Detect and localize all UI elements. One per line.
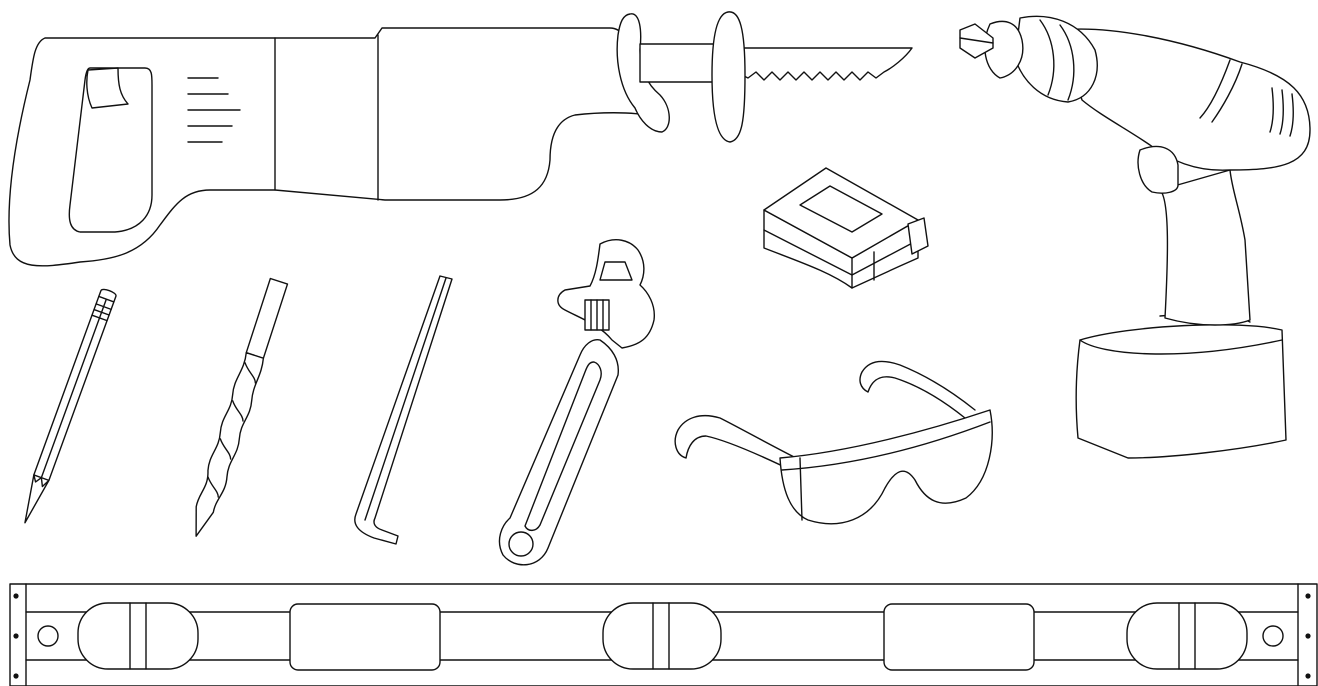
saw-body (8, 27, 657, 267)
drill-chuck-ring (1059, 24, 1075, 101)
pencil (24, 288, 117, 524)
rail-screw-dot (13, 593, 19, 599)
pencil-tip (24, 474, 50, 524)
safety-glasses (674, 360, 993, 525)
rail-screw-dot (13, 673, 19, 679)
hex-key (354, 275, 453, 545)
rail-hook[interactable] (1126, 602, 1248, 670)
tape-belt-seam (763, 229, 853, 276)
hex-key-shape (354, 275, 453, 545)
rail-pad[interactable] (289, 603, 441, 671)
drill-battery (1075, 324, 1287, 459)
drill-vent (1211, 63, 1243, 123)
drill-vent (1279, 89, 1285, 135)
tape-tip (907, 217, 929, 255)
cordless-drill (959, 15, 1311, 459)
pencil-eraser (98, 288, 117, 303)
drill-vent (1289, 93, 1295, 137)
saw-trigger (86, 67, 129, 109)
wrench-head (557, 239, 655, 349)
drill-vent (1199, 59, 1231, 119)
tool-wall-rail (9, 583, 1318, 686)
drill-handle (1159, 169, 1251, 326)
pencil-edge (40, 298, 108, 479)
wrench-hang-hole (508, 531, 534, 557)
tape-window (799, 185, 883, 233)
drill-vent (1269, 87, 1275, 133)
pencil-ferrule (91, 314, 108, 322)
rail-hook[interactable] (77, 602, 199, 670)
wrench-jaw-gap (599, 261, 633, 281)
saw-grip (68, 67, 153, 233)
drill-bit-flute (244, 362, 257, 384)
drill-bit (195, 277, 289, 537)
drill-bit-flute (232, 400, 244, 422)
tape-case-side (763, 209, 919, 289)
hex-key-edge (364, 277, 447, 521)
drill-chuck-nose (984, 20, 1024, 79)
drill-bit-flute (219, 438, 232, 460)
glasses-lens-brow (781, 421, 991, 471)
rail-screw-dot (1305, 673, 1311, 679)
reciprocating-saw (8, 11, 913, 267)
saw-blade-clamp (639, 43, 721, 83)
rail-pad[interactable] (883, 603, 1035, 671)
adjustable-wrench (498, 239, 655, 566)
drill-bit-shank (245, 277, 289, 359)
rail-screw-dot (1305, 593, 1311, 599)
saw-guard-disc (711, 11, 746, 143)
drill-bit-body (195, 351, 265, 537)
tape-belt-seam (851, 239, 919, 276)
glasses-hinge (799, 457, 803, 521)
rail-screw-dot (13, 633, 19, 639)
tape-measure (763, 167, 929, 289)
wrench-handle-groove (524, 361, 602, 532)
drill-trigger (1137, 145, 1179, 194)
wrench-handle (498, 338, 619, 566)
rail-end-hole (37, 625, 59, 647)
drill-chuck-ring (1039, 19, 1055, 96)
rail-hook[interactable] (602, 602, 722, 670)
rail-end-hole (1262, 625, 1284, 647)
drill-battery-top (1079, 339, 1283, 355)
glasses-lens (779, 409, 993, 525)
drill-housing (1059, 28, 1311, 171)
pencil-ferrule (93, 308, 110, 316)
glasses-arm-back (859, 360, 976, 419)
drill-chuck-ring (1014, 15, 1098, 103)
drill-bit-flute (207, 476, 219, 498)
drill-bit-flute (959, 37, 994, 44)
saw-blade (741, 47, 913, 81)
rail-screw-dot (1305, 633, 1311, 639)
glasses-arm-front (674, 414, 801, 473)
pencil-ferrule (95, 303, 112, 311)
